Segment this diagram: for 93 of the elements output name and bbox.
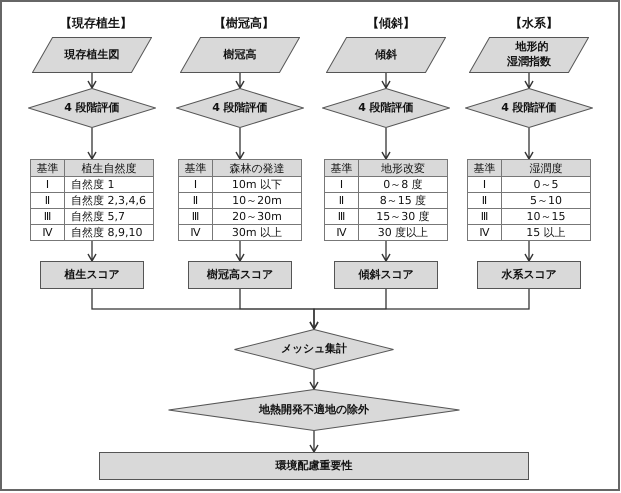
table-cell: Ⅰ <box>325 177 359 193</box>
node-label: 4 段階評価 <box>64 100 120 116</box>
arrow <box>87 241 97 262</box>
table-header-cell: 基準 <box>468 160 502 177</box>
table-cell: 0～8 度 <box>359 177 448 193</box>
table-cell: Ⅲ <box>179 209 213 225</box>
table-header-cell: 基準 <box>179 160 213 177</box>
criteria-table <box>467 159 591 241</box>
table-header-cell: 森林の発達 <box>213 160 302 177</box>
arrow <box>524 241 534 262</box>
node-label: 水系スコア <box>502 268 556 282</box>
table-cell: 15 以上 <box>502 225 591 241</box>
table-cell: Ⅱ <box>325 193 359 209</box>
arrow <box>87 128 97 160</box>
table-header-cell: 基準 <box>325 160 359 177</box>
table-cell: Ⅱ <box>468 193 502 209</box>
node-label: 現存植生図 <box>64 48 120 62</box>
arrow <box>381 128 391 160</box>
process-box <box>334 261 438 289</box>
column-heading: 【傾斜】 <box>367 15 415 32</box>
node-label: 4 段階評価 <box>501 100 557 116</box>
table-cell: Ⅲ <box>31 209 65 225</box>
criteria-table <box>178 159 302 241</box>
table-cell: 自然度 5,7 <box>65 209 154 225</box>
data-input-parallelogram <box>180 37 300 73</box>
arrow <box>381 241 391 262</box>
arrow <box>87 73 97 89</box>
node-label: メッシュ集計 <box>281 342 347 357</box>
table-cell: Ⅳ <box>31 225 65 241</box>
table-cell: Ⅳ <box>468 225 502 241</box>
criteria-table <box>30 159 154 241</box>
decision-diamond <box>465 88 593 128</box>
table-cell: 30 度以上 <box>359 225 448 241</box>
arrow <box>524 128 534 160</box>
table-cell: Ⅰ <box>179 177 213 193</box>
arrow <box>309 370 319 390</box>
node-label: 4 段階評価 <box>212 100 268 116</box>
table-cell: 自然度 1 <box>65 177 154 193</box>
node-label: 地熱開発不適地の除外 <box>259 402 369 418</box>
arrow <box>309 289 530 330</box>
table-cell: Ⅲ <box>325 209 359 225</box>
table-cell: Ⅳ <box>179 225 213 241</box>
node-label: 植生スコア <box>64 268 120 282</box>
table-cell: 20～30m <box>213 209 302 225</box>
column-heading: 【樹冠高】 <box>214 15 274 32</box>
table-cell: Ⅳ <box>325 225 359 241</box>
arrow <box>309 431 319 453</box>
decision-diamond <box>176 88 304 128</box>
data-input-parallelogram <box>32 37 152 73</box>
table-cell: 10～15 <box>502 209 591 225</box>
table-cell: 5～10 <box>502 193 591 209</box>
node-label: 環境配慮重要性 <box>276 458 352 474</box>
data-input-parallelogram <box>469 37 589 73</box>
table-header-cell: 地形改変 <box>359 160 448 177</box>
arrow <box>524 73 534 89</box>
decision-diamond <box>168 389 460 431</box>
table-cell: 8～15 度 <box>359 193 448 209</box>
arrow <box>235 73 245 89</box>
table-cell: 15～30 度 <box>359 209 448 225</box>
table-header-cell: 湿潤度 <box>502 160 591 177</box>
table-cell: 10m 以下 <box>213 177 302 193</box>
process-box <box>477 261 581 289</box>
table-cell: Ⅰ <box>31 177 65 193</box>
arrow <box>235 128 245 160</box>
arrow <box>235 241 245 262</box>
data-input-parallelogram <box>326 37 446 73</box>
table-cell: 0～5 <box>502 177 591 193</box>
table-header-cell: 基準 <box>31 160 65 177</box>
table-cell: Ⅰ <box>468 177 502 193</box>
node-label: 傾斜スコア <box>358 268 414 282</box>
table-cell: 10～20m <box>213 193 302 209</box>
table-cell: 自然度 8,9,10 <box>65 225 154 241</box>
node-label: 4 段階評価 <box>358 100 414 116</box>
table-cell: 自然度 2,3,4,6 <box>65 193 154 209</box>
decision-diamond <box>322 88 450 128</box>
node-label: 地形的湿潤指数 <box>506 40 552 70</box>
process-box <box>40 261 144 289</box>
node-label: 樹冠高スコア <box>207 268 273 282</box>
table-cell: Ⅱ <box>31 193 65 209</box>
process-box <box>99 452 529 480</box>
decision-diamond <box>234 329 394 370</box>
column-heading: 【水系】 <box>510 15 558 32</box>
node-label: 樹冠高 <box>224 48 256 62</box>
table-cell: Ⅱ <box>179 193 213 209</box>
column-heading: 【現存植生】 <box>60 15 132 32</box>
arrow <box>381 73 391 89</box>
decision-diamond <box>28 88 156 128</box>
process-box <box>188 261 292 289</box>
table-header-cell: 植生自然度 <box>65 160 154 177</box>
table-cell: Ⅲ <box>468 209 502 225</box>
node-label: 傾斜 <box>375 48 397 62</box>
criteria-table <box>324 159 448 241</box>
table-cell: 30m 以上 <box>213 225 302 241</box>
